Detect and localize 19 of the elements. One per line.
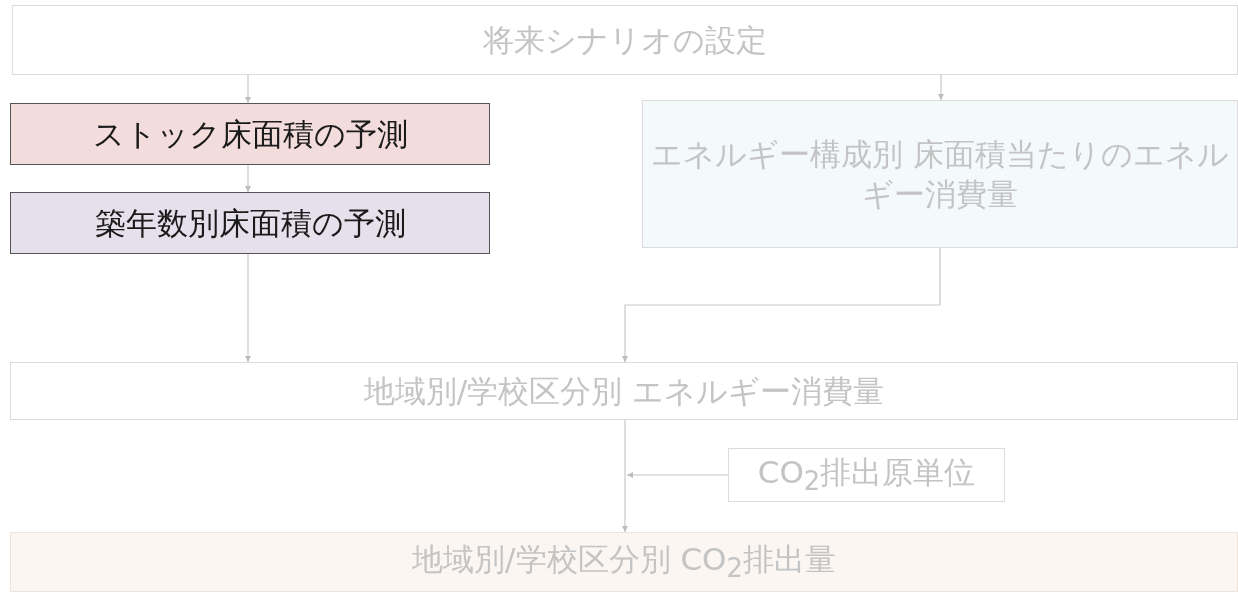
arrow <box>622 419 628 533</box>
arrow <box>622 247 941 363</box>
arrow <box>245 164 251 193</box>
arrow <box>626 472 729 478</box>
process-box <box>728 448 1005 502</box>
arrow <box>245 253 251 363</box>
box-label: 地域別/学校区分別 エネルギー消費量 <box>363 371 885 411</box>
arrow <box>245 74 251 104</box>
process-box <box>10 362 1238 420</box>
box-label: 将来シナリオの設定 <box>483 20 767 60</box>
box-label: ストック床面積の予測 <box>92 114 408 154</box>
arrow <box>938 74 944 101</box>
box-label: CO$_{2}$排出原単位 <box>757 452 976 498</box>
process-box <box>10 103 490 165</box>
process-box <box>10 192 490 254</box>
box-label: 築年数別床面積の予測 <box>94 203 406 243</box>
process-box <box>10 532 1238 592</box>
process-box <box>12 5 1238 75</box>
process-box <box>642 100 1238 248</box>
